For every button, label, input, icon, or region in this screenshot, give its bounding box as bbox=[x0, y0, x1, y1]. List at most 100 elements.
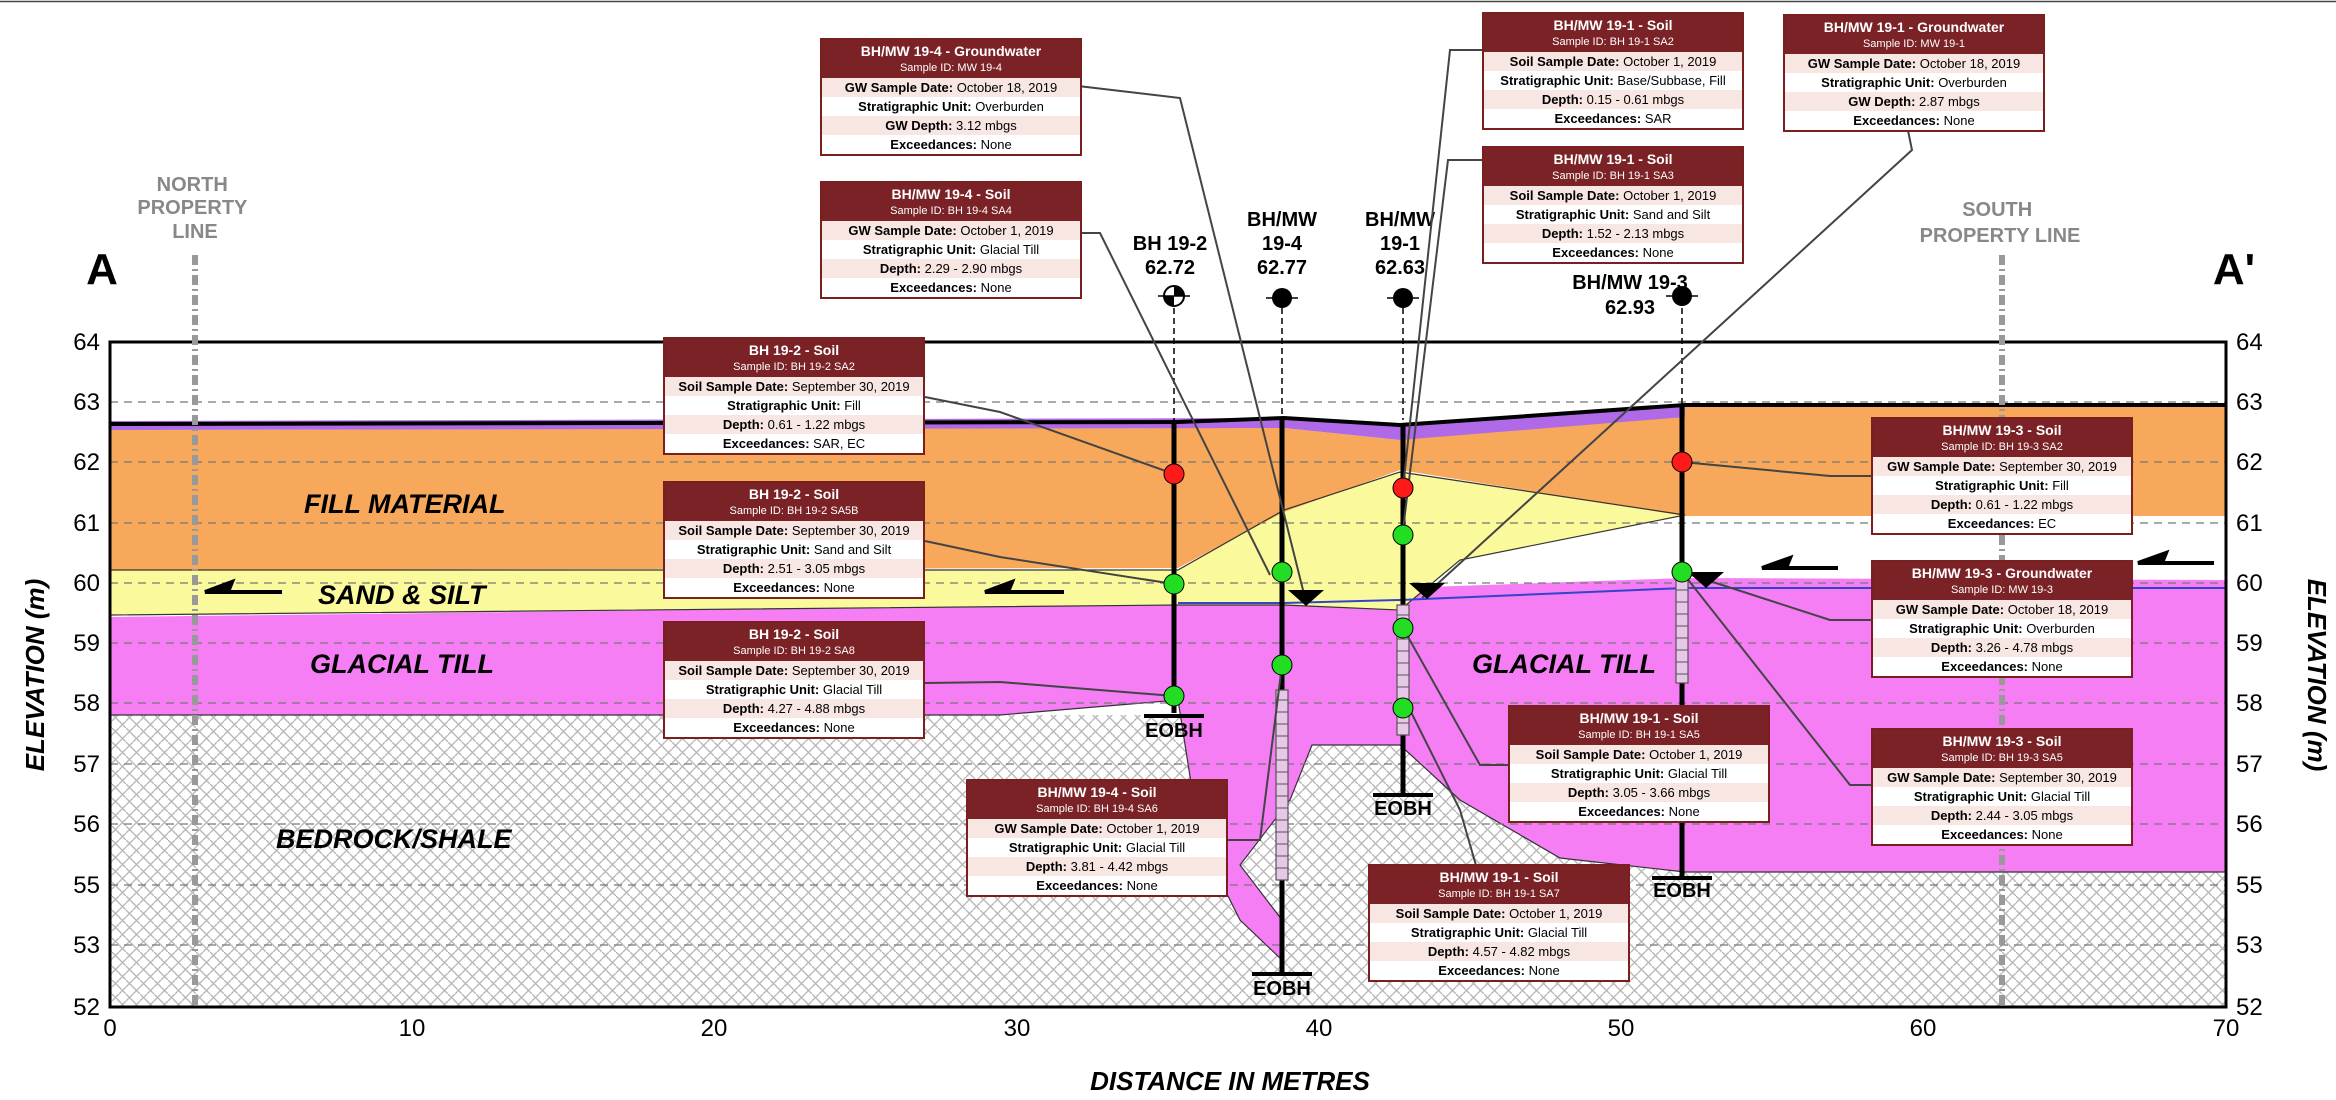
eobh-label: EOBH bbox=[1145, 720, 1203, 742]
x-tick: 0 bbox=[103, 1015, 116, 1042]
callout-row: Soil Sample Date: October 1, 2019 bbox=[1484, 186, 1742, 205]
borehole-id-bh19-4: BH/MW bbox=[1247, 209, 1317, 231]
unit-label-fill: FILL MATERIAL bbox=[304, 489, 505, 519]
callout-row: Stratigraphic Unit: Overburden bbox=[1909, 621, 2095, 636]
y-tick-right: 62 bbox=[2236, 449, 2263, 476]
callout-row: Stratigraphic Unit: Sand and Silt bbox=[696, 542, 892, 557]
sample-point-ok bbox=[1271, 561, 1293, 583]
leader-line bbox=[1681, 461, 1872, 477]
callout-row: Exceedances: None bbox=[1438, 963, 1560, 978]
y-tick: 61 bbox=[73, 510, 100, 537]
callout-row: GW Depth: 2.87 mbgs bbox=[1785, 92, 2043, 111]
y-tick: 56 bbox=[73, 811, 100, 838]
callout-row: Soil Sample Date: October 1, 2019 bbox=[1510, 745, 1768, 764]
callout-row: Exceedances: None bbox=[1853, 113, 1975, 128]
sample-point-ok bbox=[1163, 685, 1185, 707]
callout-row: Stratigraphic Unit: Glacial Till bbox=[1008, 840, 1186, 855]
callout-row: Depth: 0.61 - 1.22 mbgs bbox=[665, 415, 923, 434]
svg-text:NORTH PROPERTY LINE: NORTH PROPERTY LINE bbox=[137, 174, 252, 243]
callout-row: Depth: 3.26 - 4.78 mbgs bbox=[1873, 638, 2131, 657]
borehole-elev-bh19-3: 62.93 bbox=[1605, 297, 1655, 319]
callout-row: GW Sample Date: October 1, 2019 bbox=[968, 819, 1226, 838]
callout-row: Exceedances: None bbox=[733, 580, 855, 595]
y-tick: 59 bbox=[73, 630, 100, 657]
north-property-label-1: NORTH bbox=[157, 174, 228, 196]
callout-row: Depth: 3.05 - 3.66 mbgs bbox=[1510, 783, 1768, 802]
callout-row: GW Sample Date: October 1, 2019 bbox=[822, 221, 1080, 240]
callout-row: Exceedances: None bbox=[1036, 878, 1158, 893]
callout-row: Stratigraphic Unit: Glacial Till bbox=[1410, 925, 1588, 940]
sample-point-exceedance bbox=[1163, 463, 1185, 485]
borehole-elev-bh19-4: 62.77 bbox=[1257, 257, 1307, 279]
south-property-label-1: SOUTH bbox=[1962, 199, 2032, 221]
callout-row: Soil Sample Date: October 1, 2019 bbox=[1370, 904, 1628, 923]
y-tick: 64 bbox=[73, 329, 100, 356]
eobh-label: EOBH bbox=[1374, 798, 1432, 820]
sample-point-exceedance bbox=[1671, 451, 1693, 473]
callout-row: Soil Sample Date: September 30, 2019 bbox=[665, 377, 923, 396]
y-tick-right: 52 bbox=[2236, 994, 2263, 1021]
y-axis-title-left: ELEVATION (m) bbox=[20, 579, 50, 772]
water-level-icon bbox=[1288, 572, 1724, 606]
callout-row: Exceedances: None bbox=[1941, 659, 2063, 674]
y-tick-right: 60 bbox=[2236, 570, 2263, 597]
callout-row: Exceedances: EC bbox=[1947, 516, 2057, 531]
callout-row: Stratigraphic Unit: Glacial Till bbox=[705, 682, 883, 697]
section-label-a: A bbox=[86, 245, 118, 294]
north-property-label-2: PROPERTY bbox=[137, 197, 248, 219]
x-tick: 10 bbox=[399, 1015, 426, 1042]
leader-line bbox=[1078, 232, 1271, 576]
callout-row: Depth: 4.27 - 4.88 mbgs bbox=[665, 699, 923, 718]
callout-row: GW Sample Date: September 30, 2019 bbox=[1873, 768, 2131, 787]
callout-row: Exceedances: None bbox=[733, 720, 855, 735]
callout-row: Soil Sample Date: September 30, 2019 bbox=[665, 661, 923, 680]
y-tick: 55 bbox=[73, 872, 100, 899]
callout-sample-id: Sample ID: MW 19-4 bbox=[899, 62, 1003, 74]
y-axis-title-right: ELEVATION (m) bbox=[2302, 579, 2332, 772]
callout-row: Depth: 2.44 - 3.05 mbgs bbox=[1873, 806, 2131, 825]
y-tick-right: 58 bbox=[2236, 690, 2263, 717]
callout-row: GW Depth: 3.12 mbgs bbox=[822, 116, 1080, 135]
leader-line bbox=[924, 680, 1175, 697]
callout-row: Exceedances: SAR, EC bbox=[722, 436, 866, 451]
fill-layer bbox=[110, 405, 2226, 570]
well-symbol-icon bbox=[1266, 286, 1698, 308]
callout-row: Soil Sample Date: September 30, 2019 bbox=[665, 521, 923, 540]
sample-point-exceedance bbox=[1392, 477, 1414, 499]
x-tick: 20 bbox=[701, 1015, 728, 1042]
borehole-symbol-icon bbox=[1158, 285, 1190, 307]
callout-row: Stratigraphic Unit: Glacial Till bbox=[862, 242, 1040, 257]
callout-row: Depth: 2.29 - 2.90 mbgs bbox=[822, 259, 1080, 278]
x-tick: 40 bbox=[1306, 1015, 1333, 1042]
callout-title: BH/MW 19-4 - Groundwater bbox=[860, 43, 1042, 59]
callout-row: Stratigraphic Unit: Base/Subbase, Fill bbox=[1500, 73, 1726, 88]
sample-point-ok bbox=[1163, 573, 1185, 595]
borehole-id-bh19-1-b: 19-1 bbox=[1380, 233, 1420, 255]
borehole-elev-bh19-1: 62.63 bbox=[1375, 257, 1425, 279]
callout-row: Depth: 0.61 - 1.22 mbgs bbox=[1873, 495, 2131, 514]
south-property-label-2: PROPERTY LINE bbox=[1920, 225, 2081, 247]
leader-line bbox=[1402, 159, 1482, 531]
x-tick: 30 bbox=[1004, 1015, 1031, 1042]
callout-row: GW Sample Date: October 18, 2019 bbox=[1785, 54, 2043, 73]
y-tick: 52 bbox=[73, 994, 100, 1021]
leader-line bbox=[1681, 571, 1872, 621]
